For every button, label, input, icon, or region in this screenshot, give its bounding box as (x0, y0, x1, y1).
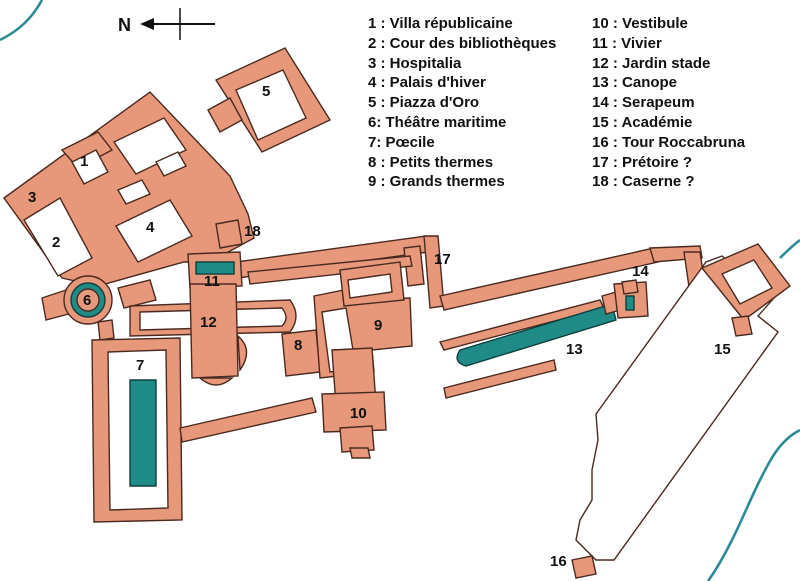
court-bibliotheques (23, 197, 93, 277)
legend-item: 13 : Canope (592, 74, 678, 92)
map-label-4: 4 (146, 219, 155, 236)
legend-item: 9 : Grands thermes (368, 173, 505, 191)
map-number-labels: 1 2 3 4 5 6 7 8 9 10 11 12 13 14 15 16 1… (28, 83, 731, 570)
river-right-lower (706, 428, 800, 581)
legend-item: 7: Pœcile (368, 133, 435, 151)
legend-item: 18 : Caserne ? (592, 173, 695, 191)
map-label-9: 9 (374, 317, 382, 334)
building-theatre-maritime (41, 275, 157, 341)
court-palais-hiver (114, 199, 194, 263)
legend-item: 14 : Serapeum (592, 94, 695, 112)
map-label-8: 8 (294, 337, 302, 354)
building-canope (438, 299, 617, 399)
river-right-upper (779, 238, 800, 259)
north-label: N (118, 15, 131, 35)
legend-item: 10 : Vestibule (592, 15, 688, 32)
map-label-6: 6 (83, 292, 91, 309)
map-label-18: 18 (244, 223, 261, 240)
map-label-16: 16 (550, 553, 567, 570)
building-serapeum (601, 279, 649, 319)
legend-item: 6: Théâtre maritime (368, 113, 507, 131)
legend-item: 8 : Petits thermes (368, 153, 494, 171)
legend-item: 15 : Académie (592, 113, 693, 131)
building-piazza-doro (207, 47, 332, 153)
map-label-15: 15 (714, 341, 731, 358)
map-label-7: 7 (136, 357, 144, 374)
map-label-2: 2 (52, 234, 60, 251)
court-upper (112, 117, 188, 175)
building-vestibule (321, 347, 387, 459)
legend-item: 3 : Hospitalia (368, 54, 462, 72)
map-label-17: 17 (434, 251, 451, 268)
legend-right-column: 10 : Vestibule 11 : Vivier 12 : Jardin s… (592, 14, 745, 192)
building-jardin-stade (129, 283, 297, 386)
map-label-12: 12 (200, 314, 217, 331)
corridor-pretoire (235, 235, 707, 311)
map-label-13: 13 (566, 341, 583, 358)
legend-item: 12 : Jardin stade (592, 54, 711, 72)
map-label-1: 1 (80, 153, 88, 170)
legend-item: 5 : Piazza d'Oro (368, 94, 480, 112)
map-label-3: 3 (28, 189, 36, 206)
court-villa-republicaine (71, 149, 109, 185)
legend-item: 11 : Vivier (592, 34, 662, 52)
north-arrow: N (118, 8, 215, 40)
building-tour-roccabruna (571, 555, 597, 579)
building-vivier (187, 251, 243, 289)
building-academie (575, 243, 791, 561)
legend-item: 1 : Villa républicaine (368, 15, 513, 32)
legend-left-column: 1 : Villa républicaine 2 : Cour des bibl… (368, 14, 556, 192)
map-label-14: 14 (632, 263, 649, 280)
building-hospitalia-complex (3, 91, 255, 287)
building-poecile (91, 337, 183, 523)
legend-item: 17 : Prétoire ? (592, 153, 693, 171)
building-caserne (215, 219, 243, 249)
legend-item: 2 : Cour des bibliothèques (368, 34, 557, 52)
map-label-11: 11 (204, 273, 220, 290)
legend-item: 4 : Palais d'hiver (368, 74, 486, 92)
map-label-10: 10 (350, 405, 367, 422)
legend-item: 16 : Tour Roccabruna (592, 133, 746, 151)
corridor-poecile-thermes (179, 397, 317, 443)
river-top-left (0, 0, 44, 42)
map-label-5: 5 (262, 83, 270, 100)
